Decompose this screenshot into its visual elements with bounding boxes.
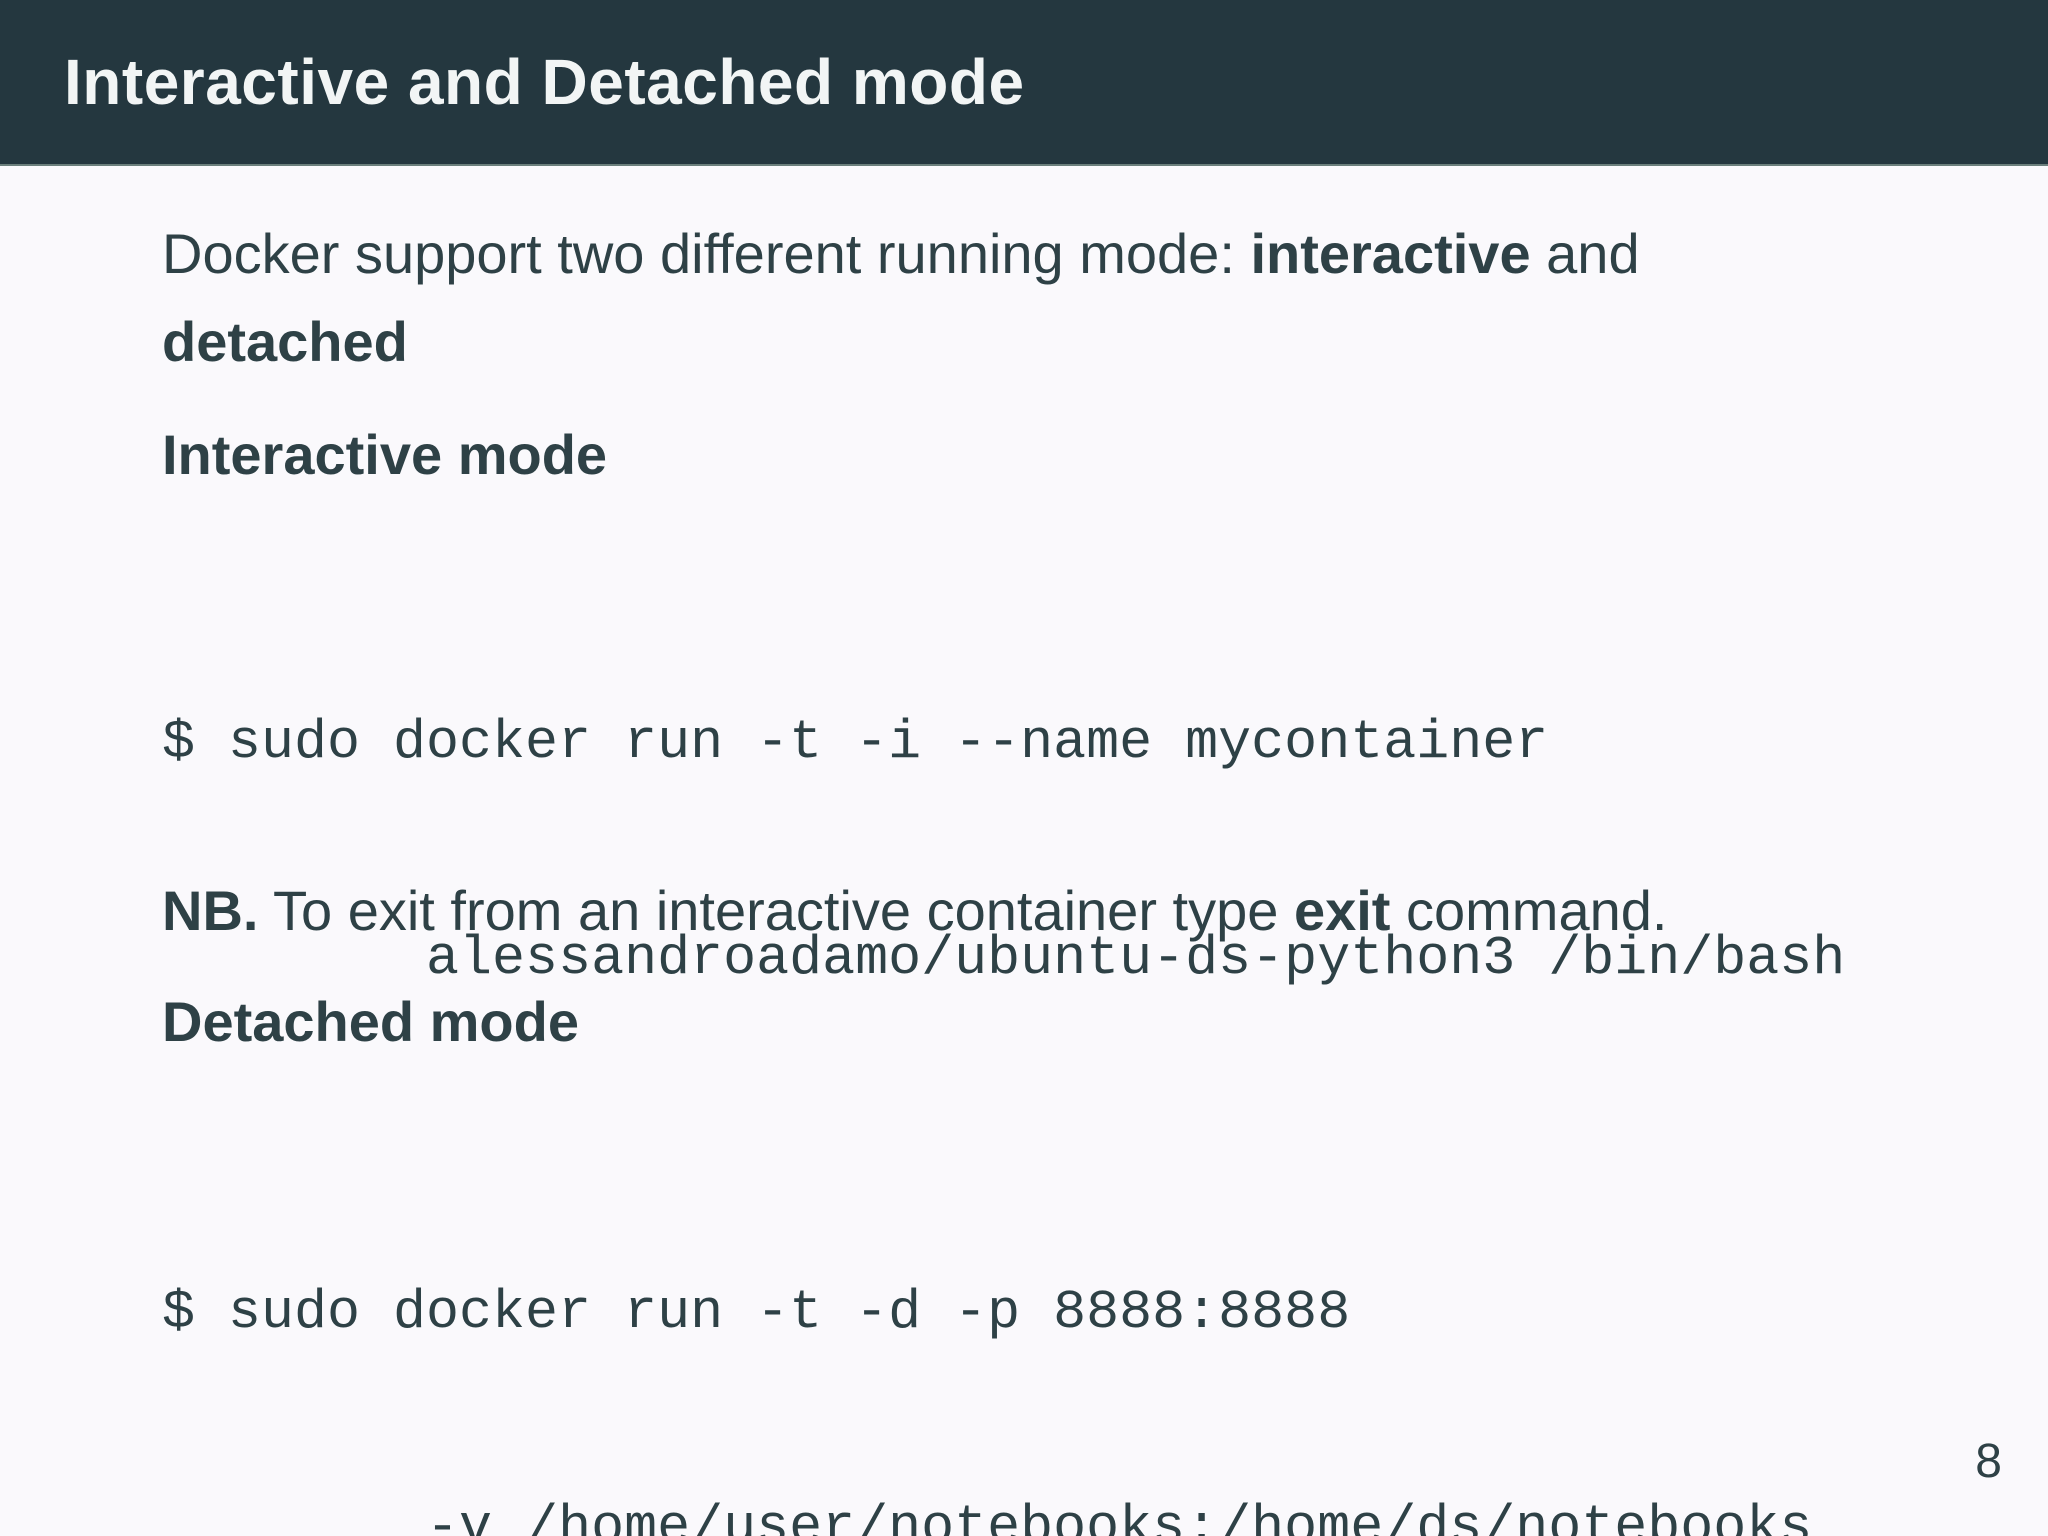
intro-text-regular-2: and xyxy=(1530,222,1640,285)
nb-text-1: To exit from an interactive container ty… xyxy=(258,879,1294,942)
slide-title: Interactive and Detached mode xyxy=(64,46,1025,118)
code-line: alessandroadamo/ubuntu-ds-python3 /bin/b… xyxy=(162,927,1846,990)
interactive-mode-heading: Interactive mode xyxy=(162,423,608,486)
slide-header-bar: Interactive and Detached mode xyxy=(0,0,2048,166)
intro-paragraph: Docker support two different running mod… xyxy=(162,210,1640,386)
nb-note: NB. To exit from an interactive containe… xyxy=(162,867,1667,955)
code-line: $ sudo docker run -t -d -p 8888:8888 xyxy=(162,1281,1351,1344)
code-line: $ sudo docker run -t -i --name mycontain… xyxy=(162,711,1549,774)
intro-text-bold-detached: detached xyxy=(162,310,408,373)
detached-code-block: $ sudo docker run -t -d -p 8888:8888 -v … xyxy=(162,1142,1812,1536)
nb-label: NB. xyxy=(162,879,259,942)
intro-text-regular-1: Docker support two different running mod… xyxy=(162,222,1251,285)
nb-text-2: command. xyxy=(1390,879,1668,942)
interactive-code-block: $ sudo docker run -t -i --name mycontain… xyxy=(162,572,1845,1130)
intro-text-bold-interactive: interactive xyxy=(1250,222,1531,285)
page-number: 8 xyxy=(1975,1435,2002,1488)
nb-exit-keyword: exit xyxy=(1293,879,1391,942)
code-line: -v /home/user/notebooks:/home/ds/noteboo… xyxy=(162,1496,1813,1536)
detached-mode-heading: Detached mode xyxy=(162,990,579,1053)
